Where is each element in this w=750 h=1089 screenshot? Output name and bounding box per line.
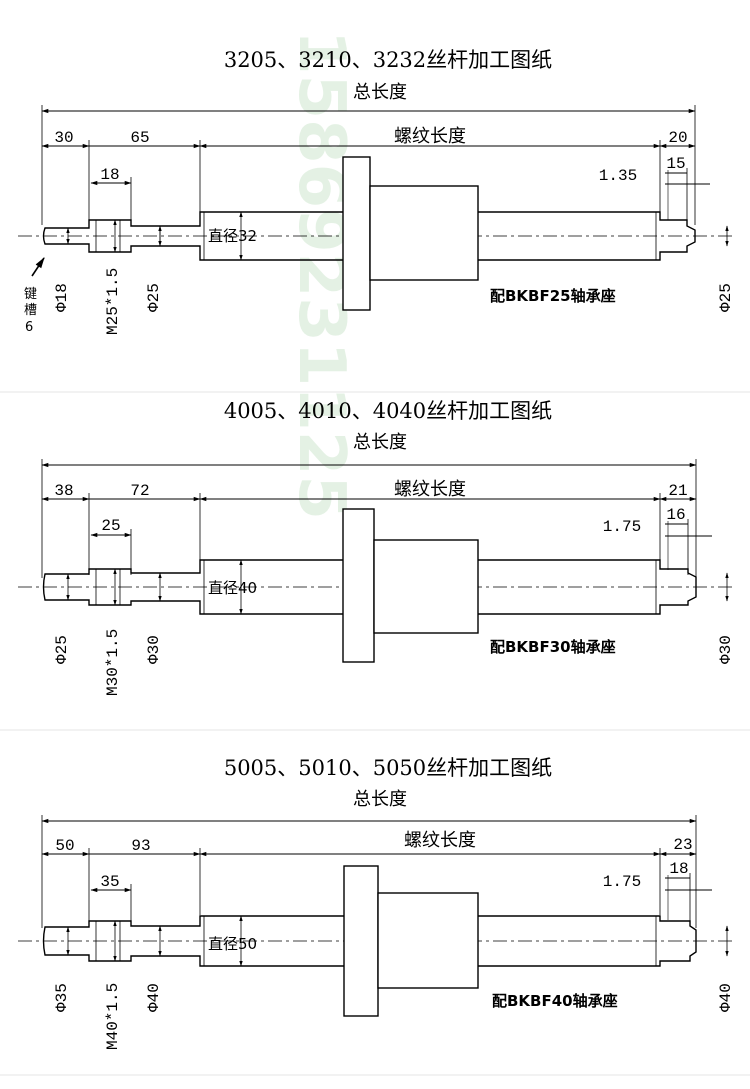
dim-left-end-length: 50 <box>55 837 74 855</box>
phi-shoulder: Φ30 <box>145 635 163 664</box>
total-length-label: 总长度 <box>353 432 407 453</box>
dim-step-offset: 1.75 <box>603 873 641 891</box>
phi-shoulder: Φ25 <box>145 283 163 312</box>
phi-left-end: Φ18 <box>53 283 71 312</box>
thread-length-label: 螺纹长度 <box>404 830 476 851</box>
dim-bearing-seat-length: 18 <box>669 860 688 878</box>
keyway-arrow <box>31 257 45 277</box>
ball-nut-body <box>377 892 479 989</box>
drawing-section-1: 3205、3210、3232丝杆加工图纸 总长度 30 65 螺纹长度 20 1… <box>18 48 735 335</box>
phi-left-end: Φ35 <box>53 983 71 1012</box>
dim-left-end-length: 30 <box>54 129 73 147</box>
dim-thread-segment-length: 18 <box>100 166 119 184</box>
keyway-label-1: 键 <box>24 287 37 302</box>
total-length-label: 总长度 <box>353 82 407 103</box>
bearing-note: 配BKBF30轴承座 <box>490 638 616 656</box>
dim-left-shoulder-length: 93 <box>131 837 150 855</box>
ball-nut-flange <box>343 865 379 1017</box>
drawing-title: 5005、5010、5050丝杆加工图纸 <box>224 756 552 780</box>
ball-nut-flange <box>342 156 371 311</box>
drawing-section-2: 4005、4010、4040丝杆加工图纸 总长度 38 72 螺纹长度 21 2… <box>18 399 735 696</box>
thread-length-label: 螺纹长度 <box>394 479 466 500</box>
phi-right-end: Φ30 <box>717 635 735 664</box>
thread-spec: M30*1.5 <box>104 629 122 696</box>
screw-diameter-label: 直径32 <box>208 227 257 245</box>
screw-diameter-label: 直径50 <box>208 935 257 953</box>
bearing-note: 配BKBF40轴承座 <box>492 992 618 1010</box>
ball-nut-body <box>369 185 479 281</box>
dim-bearing-seat-length: 15 <box>666 155 685 173</box>
drawing-title: 3205、3210、3232丝杆加工图纸 <box>224 48 552 72</box>
screw-diameter-label: 直径40 <box>208 579 257 597</box>
keyway-label-2: 槽 <box>24 303 37 318</box>
dim-left-shoulder-length: 72 <box>130 482 149 500</box>
dim-left-end-length: 38 <box>54 482 73 500</box>
dim-right-end-length: 23 <box>673 836 692 854</box>
dim-right-end-length: 21 <box>668 482 687 500</box>
drawing-section-3: 5005、5010、5050丝杆加工图纸 总长度 50 93 螺纹长度 23 3… <box>18 756 735 1050</box>
dim-thread-segment-length: 25 <box>101 517 120 535</box>
dim-step-offset: 1.75 <box>603 518 641 536</box>
keyway-label-3: 6 <box>25 320 33 335</box>
drawing-title: 4005、4010、4040丝杆加工图纸 <box>224 399 552 423</box>
thread-length-label: 螺纹长度 <box>394 126 466 147</box>
dim-left-shoulder-length: 65 <box>130 129 149 147</box>
total-length-label: 总长度 <box>353 789 407 810</box>
phi-right-end: Φ25 <box>717 283 735 312</box>
phi-shoulder: Φ40 <box>145 983 163 1012</box>
thread-spec: M25*1.5 <box>104 268 122 335</box>
dim-thread-segment-length: 35 <box>100 873 119 891</box>
phi-right-end: Φ40 <box>717 983 735 1012</box>
thread-spec: M40*1.5 <box>104 983 122 1050</box>
dim-step-offset: 1.35 <box>599 167 637 185</box>
phi-left-end: Φ25 <box>53 635 71 664</box>
ball-nut-flange <box>342 508 375 663</box>
bearing-note: 配BKBF25轴承座 <box>490 287 616 305</box>
dim-bearing-seat-length: 16 <box>666 506 685 524</box>
dim-right-end-length: 20 <box>668 129 687 147</box>
ball-nut-body <box>373 539 479 634</box>
